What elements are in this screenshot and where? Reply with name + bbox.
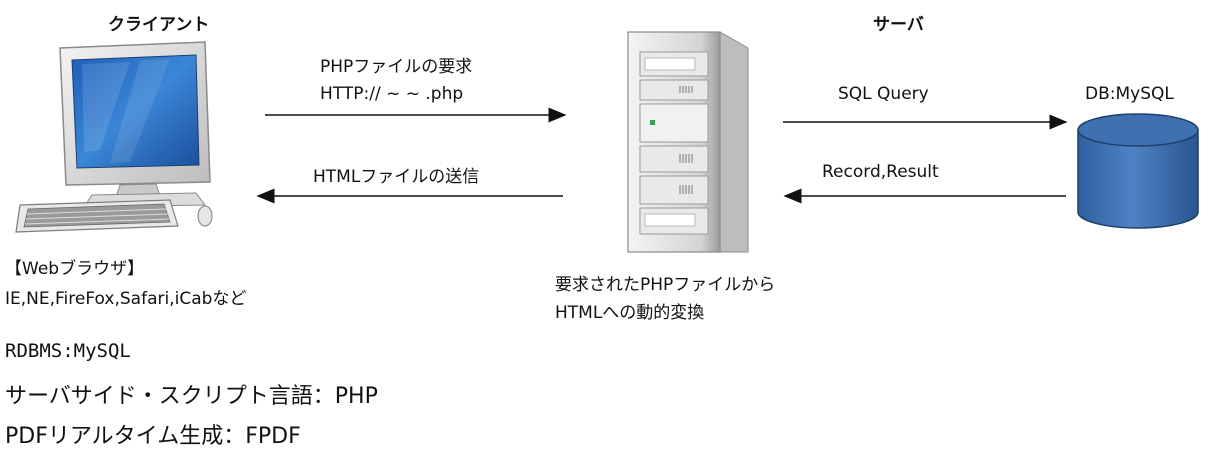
client-title: クライアント bbox=[108, 15, 210, 35]
note-pdf-generation: PDFリアルタイム生成：FPDF bbox=[5, 424, 301, 449]
browser-heading: 【Webブラウザ】 bbox=[5, 259, 145, 279]
result-label: Record,Result bbox=[822, 162, 939, 182]
server-tower-icon bbox=[627, 31, 749, 253]
note-script-language: サーバサイド・スクリプト言語：PHP bbox=[5, 384, 378, 409]
server-title: サーバ bbox=[873, 15, 924, 35]
response-label: HTMLファイルの送信 bbox=[313, 167, 480, 187]
server-caption-line1: 要求されたPHPファイルから bbox=[555, 275, 776, 295]
server-caption-line2: HTMLへの動的変換 bbox=[555, 303, 705, 323]
request-url-label: HTTP:// ~ ~ .php bbox=[320, 84, 464, 104]
database-label: DB:MySQL bbox=[1085, 84, 1174, 104]
browser-list: IE,NE,FireFox,Safari,iCabなど bbox=[5, 289, 247, 309]
request-label: PHPファイルの要求 bbox=[320, 57, 473, 77]
query-label: SQL Query bbox=[838, 84, 929, 104]
database-cylinder-icon bbox=[1077, 113, 1199, 229]
client-computer-icon bbox=[15, 41, 213, 233]
note-rdbms: RDBMS:MySQL bbox=[5, 340, 131, 362]
